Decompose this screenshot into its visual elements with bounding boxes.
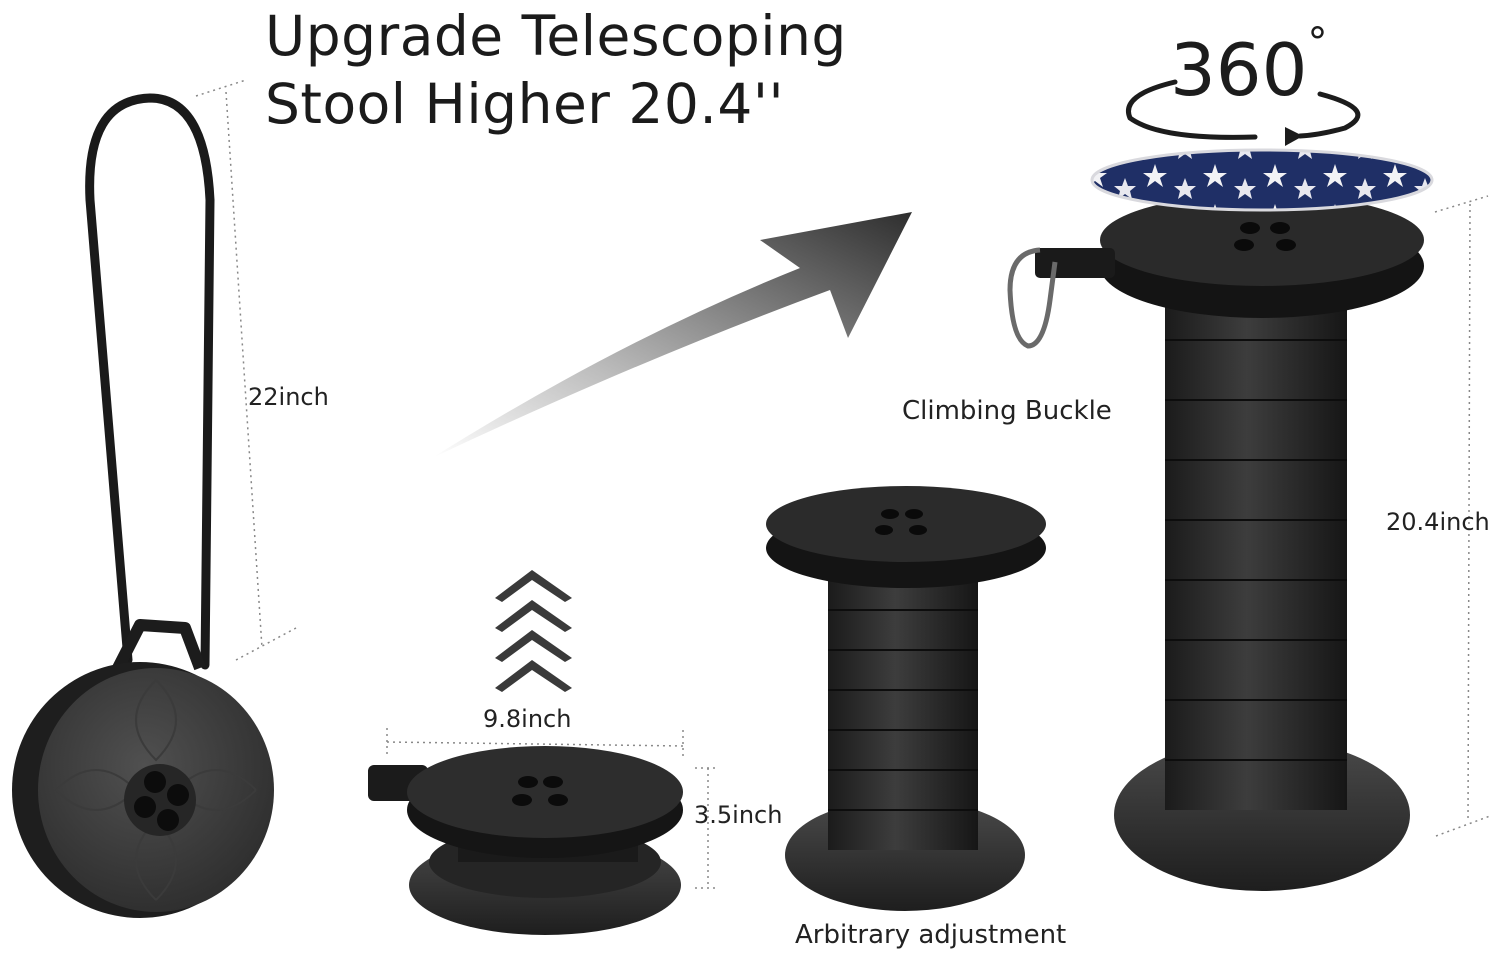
folded-stool bbox=[368, 746, 683, 935]
medium-segments bbox=[828, 609, 978, 811]
rotation-degrees: 360 bbox=[1170, 28, 1308, 112]
carabiner-icon bbox=[1007, 247, 1058, 349]
star-cushion bbox=[1090, 148, 1434, 212]
label-climbing-buckle: Climbing Buckle bbox=[902, 396, 1112, 426]
dimension-line-22 bbox=[195, 79, 297, 661]
dimension-carry-height: 22inch bbox=[248, 383, 329, 411]
carry-strap bbox=[85, 93, 215, 670]
folded-seat-top bbox=[407, 746, 683, 838]
degree-symbol: ° bbox=[1307, 20, 1328, 66]
hub-holes bbox=[134, 771, 189, 831]
chevrons-up-icon bbox=[495, 570, 572, 692]
medium-column bbox=[828, 570, 978, 850]
climbing-buckle-strap bbox=[1035, 248, 1115, 278]
headline-line-2: Stool Higher 20.4'' bbox=[265, 72, 785, 136]
dimension-line-9-8 bbox=[386, 728, 684, 760]
dimension-folded-height: 3.5inch bbox=[694, 801, 783, 829]
arrow-up-right-icon bbox=[432, 212, 912, 458]
tall-stool bbox=[1007, 148, 1434, 891]
rotation-label: 360° bbox=[1170, 20, 1327, 112]
rotate-360-icon bbox=[1126, 79, 1361, 146]
medium-stool bbox=[766, 486, 1046, 911]
headline: Upgrade Telescoping Stool Higher 20.4'' bbox=[265, 2, 965, 138]
label-arbitrary-adjustment: Arbitrary adjustment bbox=[795, 920, 1067, 950]
medium-seat-top bbox=[766, 486, 1046, 562]
strap-handle bbox=[112, 619, 206, 671]
tall-column bbox=[1165, 300, 1347, 810]
dimension-line-20-4 bbox=[1434, 195, 1491, 837]
dimension-diameter: 9.8inch bbox=[483, 705, 572, 733]
dimension-extended-height: 20.4inch bbox=[1386, 508, 1490, 536]
tall-segments bbox=[1165, 339, 1347, 761]
dimension-line-3-5 bbox=[695, 767, 718, 889]
headline-line-1: Upgrade Telescoping bbox=[265, 4, 847, 68]
carried-stool bbox=[12, 93, 274, 918]
tall-seat-top bbox=[1100, 194, 1424, 286]
